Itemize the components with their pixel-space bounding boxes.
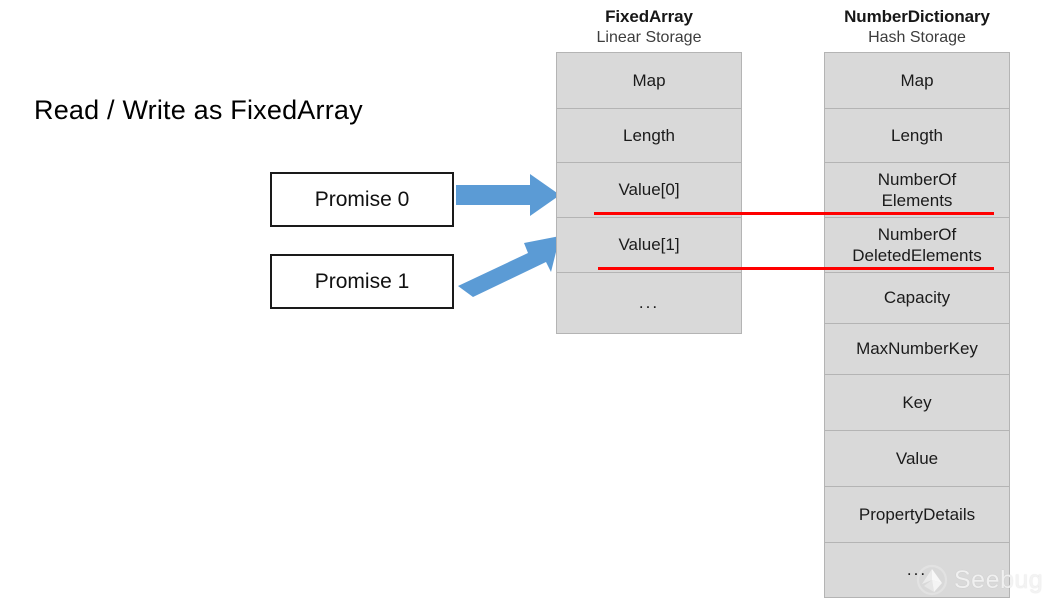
fixed-array-struct: FixedArray Linear Storage Map Length Val… (556, 6, 742, 334)
promise-1-label: Promise 1 (314, 269, 410, 293)
cell-label-line1: NumberOf (877, 170, 957, 189)
red-underline-deleted-elements (598, 267, 994, 270)
cell-label: Length (623, 125, 675, 145)
cell-label: Map (632, 70, 666, 90)
fixed-array-table: Map Length Value[0] Value[1] ... (556, 52, 742, 334)
cell-label: Value[1] (618, 235, 680, 254)
cell-label-line2: DeletedElements (852, 246, 982, 265)
number-dictionary-cell-value: Value (825, 431, 1009, 487)
cell-label: ... (906, 560, 928, 579)
cell-label-line2: Elements (881, 191, 953, 210)
fixed-array-cell-value1: Value[1] (557, 218, 741, 273)
number-dictionary-cell-maxnumberkey: MaxNumberKey (825, 324, 1009, 375)
promise-0-box: Promise 0 (270, 172, 454, 227)
cell-label: PropertyDetails (858, 504, 976, 524)
fixed-array-cell-map: Map (557, 53, 741, 109)
number-dictionary-struct: NumberDictionary Hash Storage Map Length… (824, 6, 1010, 598)
number-dictionary-cell-propertydetails: PropertyDetails (825, 487, 1009, 543)
promise-1-box: Promise 1 (270, 254, 454, 309)
page-title: Read / Write as FixedArray (34, 95, 363, 125)
fixed-array-cell-length: Length (557, 109, 741, 163)
number-dictionary-cell-length: Length (825, 109, 1009, 163)
number-dictionary-subtitle: Hash Storage (868, 29, 966, 46)
cell-label-line1: NumberOf (877, 225, 957, 244)
cell-label: Length (891, 125, 943, 145)
arrow-to-value1-icon (458, 236, 560, 297)
number-dictionary-cell-numberofelements: NumberOf Elements (825, 163, 1009, 218)
fixed-array-cell-value0: Value[0] (557, 163, 741, 218)
red-underline-elements (594, 212, 994, 215)
number-dictionary-table: Map Length NumberOf Elements NumberOf De… (824, 52, 1010, 598)
number-dictionary-cell-numberofdeletedelements: NumberOf DeletedElements (825, 218, 1009, 273)
cell-label: Map (900, 70, 934, 90)
number-dictionary-cell-ellipsis: ... (825, 543, 1009, 598)
number-dictionary-cell-key: Key (825, 375, 1009, 431)
cell-label: Key (902, 392, 932, 412)
cell-label: MaxNumberKey (856, 339, 978, 358)
number-dictionary-cell-map: Map (825, 53, 1009, 109)
fixed-array-subtitle: Linear Storage (596, 29, 702, 46)
fixed-array-cell-ellipsis: ... (557, 273, 741, 334)
arrow-to-value0-icon (456, 174, 560, 216)
cell-label: Value[0] (618, 180, 680, 199)
promise-0-label: Promise 0 (314, 187, 410, 211)
number-dictionary-title: NumberDictionary (844, 7, 990, 26)
fixed-array-title: FixedArray (605, 7, 693, 26)
number-dictionary-cell-capacity: Capacity (825, 273, 1009, 324)
cell-label: Capacity (883, 288, 951, 307)
cell-label: Value (895, 448, 939, 468)
cell-label: ... (638, 293, 660, 312)
